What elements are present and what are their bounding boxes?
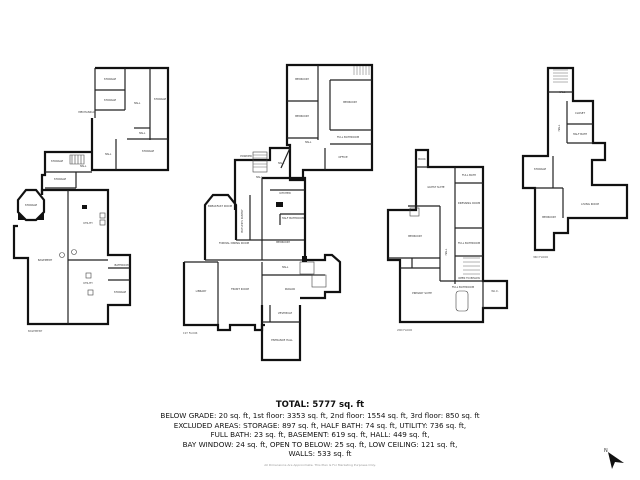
svg-text:HALL: HALL [80,164,87,168]
svg-text:BEDROOM: BEDROOM [408,234,422,238]
svg-text:STORAGE: STORAGE [154,97,167,101]
svg-text:FULL BATHROOM: FULL BATHROOM [337,135,359,139]
second-floor: BOOK GUEST SUITE FULL BATH DRESSING ROOM… [386,148,509,332]
summary-line-walls: WALLS: 533 sq. ft [288,449,352,459]
summary-line-bay: BAY WINDOW: 24 sq. ft, OPEN TO BELOW: 25… [182,439,458,449]
svg-text:FULL BATH: FULL BATH [462,173,476,177]
svg-text:BATHROOM: BATHROOM [114,263,129,267]
summary-line-grade: BELOW GRADE: 20 sq. ft, 1st floor: 3353 … [160,411,480,420]
area-summary: TOTAL: 5777 sq. ft BELOW GRADE: 20 sq. f… [0,400,640,467]
svg-text:STORAGE: STORAGE [104,98,117,102]
svg-text:OPEN TO BELOW: OPEN TO BELOW [458,276,480,280]
svg-text:HALL: HALL [278,161,285,165]
svg-text:BOOK: BOOK [418,157,426,161]
svg-text:CLOSET: CLOSET [575,111,585,115]
svg-text:MECHANICAL: MECHANICAL [78,110,96,114]
svg-text:BASEMENT: BASEMENT [28,329,43,333]
svg-text:FULL BATHROOM: FULL BATHROOM [458,241,480,245]
svg-text:ENTRANCE HALL: ENTRANCE HALL [271,338,293,342]
svg-text:W.I.C.: W.I.C. [491,289,498,293]
svg-text:HALL: HALL [305,140,312,144]
svg-text:HALF BATH: HALF BATH [573,132,587,136]
svg-text:STORAGE: STORAGE [534,167,547,171]
svg-text:PRIMARY SUITE: PRIMARY SUITE [412,291,432,295]
svg-text:HALL: HALL [105,152,112,156]
svg-text:HALL: HALL [282,265,289,269]
svg-text:PARLOR: PARLOR [285,287,295,291]
svg-text:VESTIBULE: VESTIBULE [278,311,293,315]
north-arrow-icon: N [600,444,630,470]
svg-text:HALL: HALL [557,124,561,131]
svg-text:BASEMENT: BASEMENT [38,258,53,262]
svg-text:FORMAL DINING ROOM: FORMAL DINING ROOM [219,241,249,245]
basement-floor: STORAGE STORAGE HALL STORAGE MECHANICAL … [12,66,170,333]
svg-text:UTILITY: UTILITY [83,281,93,285]
svg-text:HALL: HALL [256,175,263,179]
svg-text:HALL: HALL [139,131,146,135]
svg-text:UTILITY: UTILITY [83,221,93,225]
svg-text:LIVING ROOM: LIVING ROOM [581,202,599,206]
svg-text:STORAGE: STORAGE [51,159,64,163]
north-label: N [604,448,608,454]
svg-text:HALF BATHROOM: HALF BATHROOM [282,216,305,220]
svg-text:BEDROOM: BEDROOM [542,215,556,219]
svg-text:BEDROOM: BEDROOM [295,114,309,118]
svg-text:LIBRARY: LIBRARY [196,289,207,293]
svg-text:GUEST SUITE: GUEST SUITE [427,185,444,189]
floor-plan-drawing: STORAGE STORAGE HALL STORAGE MECHANICAL … [12,63,629,362]
svg-text:KITCHEN: KITCHEN [279,191,290,195]
svg-text:STORAGE: STORAGE [114,290,127,294]
svg-text:DRESSING ROOM: DRESSING ROOM [458,201,480,205]
svg-text:BEDROOM: BEDROOM [276,240,290,244]
svg-text:FULL BATHROOM: FULL BATHROOM [452,285,474,289]
summary-line-excluded: EXCLUDED AREAS: STORAGE: 897 sq. ft, HAL… [173,420,467,430]
svg-text:BREAKFAST ROOM: BREAKFAST ROOM [208,204,232,208]
svg-text:BUTLER'S PANTRY: BUTLER'S PANTRY [240,209,244,233]
svg-text:BEDROOM: BEDROOM [295,77,309,81]
svg-text:STORAGE: STORAGE [142,149,155,153]
svg-text:1ST FLOOR: 1ST FLOOR [183,331,198,335]
svg-text:2ND FLOOR: 2ND FLOOR [397,328,412,332]
svg-text:HALL: HALL [444,248,448,255]
svg-text:FRONT ROOM: FRONT ROOM [231,287,249,291]
svg-text:BEDROOM: BEDROOM [343,100,357,104]
svg-text:STORAGE: STORAGE [104,77,117,81]
first-floor: BEDROOM BEDROOM BEDROOM HALL FULL BATHRO… [182,63,374,362]
disclaimer-text: All Dimensions Are Approximate. This Pla… [264,462,376,467]
svg-text:STORAGE: STORAGE [25,203,38,207]
svg-text:POWDER: POWDER [240,154,252,158]
svg-text:HALL: HALL [134,101,141,105]
svg-text:OFFICE: OFFICE [338,155,348,159]
third-floor: HALL CLOSET HALF BATH HALL STORAGE LIVIN… [521,66,629,259]
svg-text:3RD FLOOR: 3RD FLOOR [533,255,548,259]
total-area: TOTAL: 5777 sq. ft [275,400,365,410]
summary-line-bath: FULL BATH: 23 sq. ft, BASEMENT: 619 sq. … [210,430,430,440]
svg-text:HALL: HALL [559,90,566,94]
svg-text:STORAGE: STORAGE [54,177,67,181]
